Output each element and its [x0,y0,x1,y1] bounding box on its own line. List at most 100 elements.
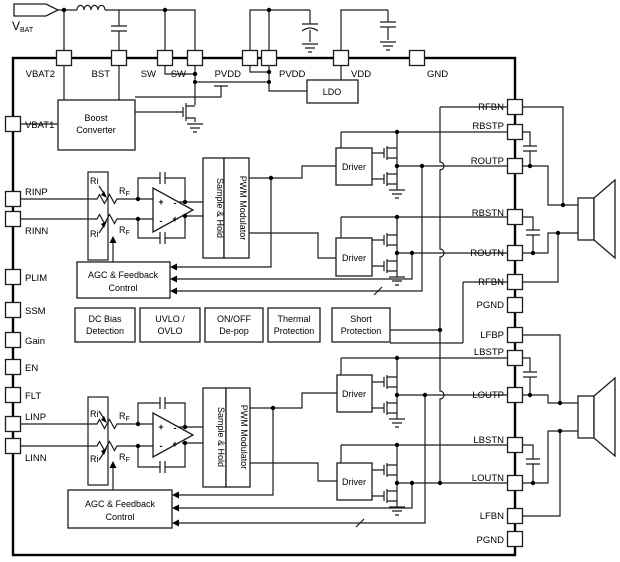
sample-hold-block-lower: Sample & Hold [202,387,227,488]
ground-icon [302,43,318,53]
bus-slash-icon [373,286,383,296]
lbstn-capacitor-icon [523,444,540,483]
svg-text:SSM: SSM [25,306,46,317]
rf-label: RF [119,452,130,464]
pin-gain [4,331,22,349]
opamp-plus: + [172,439,177,449]
boost-pass-fet-icon [135,81,269,98]
pin-pgnd-lower [506,530,524,548]
pin-loutn [506,474,524,492]
pin-linn [4,437,22,455]
svg-text:LDO: LDO [323,87,342,97]
svg-text:Control: Control [108,283,137,293]
svg-text:LFBP: LFBP [480,330,504,341]
opamp-icon [152,186,195,234]
svg-text:Short: Short [350,314,372,324]
pwm-modulator-block-lower: PWM Modulator [225,387,251,488]
svg-text:RINN: RINN [25,226,48,237]
opamp-minus: - [174,423,177,433]
svg-text:PWM Modulator: PWM Modulator [238,176,248,241]
bst-capacitor-icon [111,10,127,50]
half-bridge-loutn [383,445,508,516]
speaker-cone-icon [593,178,616,260]
svg-text:RBSTN: RBSTN [472,208,504,219]
speaker-cone-icon [593,376,616,458]
junction-dots [61,7,566,486]
driver-block-3: Driver [336,374,373,413]
vdd-capacitor-icon [340,9,396,50]
svg-text:De-pop: De-pop [219,326,249,336]
pin-plim [4,268,22,286]
speaker-body-icon [577,197,595,241]
svg-text:PVDD: PVDD [279,69,306,80]
inductor-icon [76,4,106,11]
agc-feedback-block-upper: AGC & Feedback Control [76,261,171,299]
svg-text:ON/OFF: ON/OFF [217,314,251,324]
svg-text:Control: Control [105,512,134,522]
ri-label: Ri [90,229,99,239]
pin-sw1 [156,49,174,67]
right-pins: RFBN RBSTP ROUTP RBSTN ROUTN RFBN PGND L… [470,98,524,548]
pin-routn [506,244,524,262]
speaker-body-icon [577,395,595,439]
half-bridge-routn [383,217,508,286]
pin-flt [4,386,22,404]
pin-linp [4,415,22,433]
ri-label: Ri [90,409,99,419]
feedback-routing-wires [170,106,508,528]
pin-en [4,358,22,376]
ground-icon [389,276,405,286]
left-pins: VBAT1 RINP RINN PLIM SSM Gain EN FLT LIN… [4,115,54,464]
pin-routp [506,157,524,175]
pin-lfbn [506,507,524,525]
dc-bias-detection-block: DC Bias Detection [74,307,136,343]
ri-label: Ri [90,454,99,464]
lbstp-capacitor-icon [523,357,537,395]
opamp-minus: - [160,441,163,451]
pvdd-capacitor-icon [301,10,319,42]
svg-text:SW: SW [171,69,186,80]
svg-text:Driver: Driver [342,162,366,172]
svg-text:Detection: Detection [86,326,124,336]
svg-text:PWM Modulator: PWM Modulator [239,405,249,470]
opamp-minus: - [174,198,177,208]
driver-block-2: Driver [335,237,373,277]
svg-text:FLT: FLT [25,391,41,402]
pin-lfbp [506,326,524,344]
ri-label: Ri [90,176,99,186]
pin-rbstp [506,123,524,141]
svg-text:Boost: Boost [84,113,108,123]
vbat-source: VBAT [12,3,60,34]
svg-text:RFBN: RFBN [478,102,504,113]
opamp-minus: - [160,216,163,226]
driver-block-1: Driver [335,147,373,186]
svg-text:RFBN: RFBN [478,277,504,288]
pin-vdd [332,49,350,67]
ri-adjust-box [87,396,109,486]
pin-loutp [506,386,524,404]
svg-text:AGC & Feedback: AGC & Feedback [85,499,156,509]
top-external-wires [58,4,396,53]
on-off-depop-block: ON/OFF De-pop [204,307,264,343]
pin-ssm [4,301,22,319]
bus-slash-icon [355,518,365,528]
svg-text:ROUTP: ROUTP [471,156,504,167]
pin-lbstn [506,436,524,454]
pwm-driver-wires [249,131,508,497]
svg-text:OVLO: OVLO [157,326,182,336]
pin-rinp [4,190,22,208]
svg-text:Protection: Protection [341,326,382,336]
ground-icon [187,123,203,133]
svg-text:PVDD: PVDD [215,69,242,80]
vbat-label: VBAT [12,19,34,34]
sample-hold-block-upper: Sample & Hold [202,157,225,259]
boost-converter-block: Boost Converter [57,99,136,151]
right-external-upper-wires [523,106,578,283]
pwm-modulator-block-upper: PWM Modulator [223,157,250,259]
half-bridge-routp [383,132,508,199]
svg-text:LOUTP: LOUTP [472,390,504,401]
svg-text:SW: SW [141,69,156,80]
pin-rbstn [506,208,524,226]
svg-text:VDD: VDD [351,69,371,80]
